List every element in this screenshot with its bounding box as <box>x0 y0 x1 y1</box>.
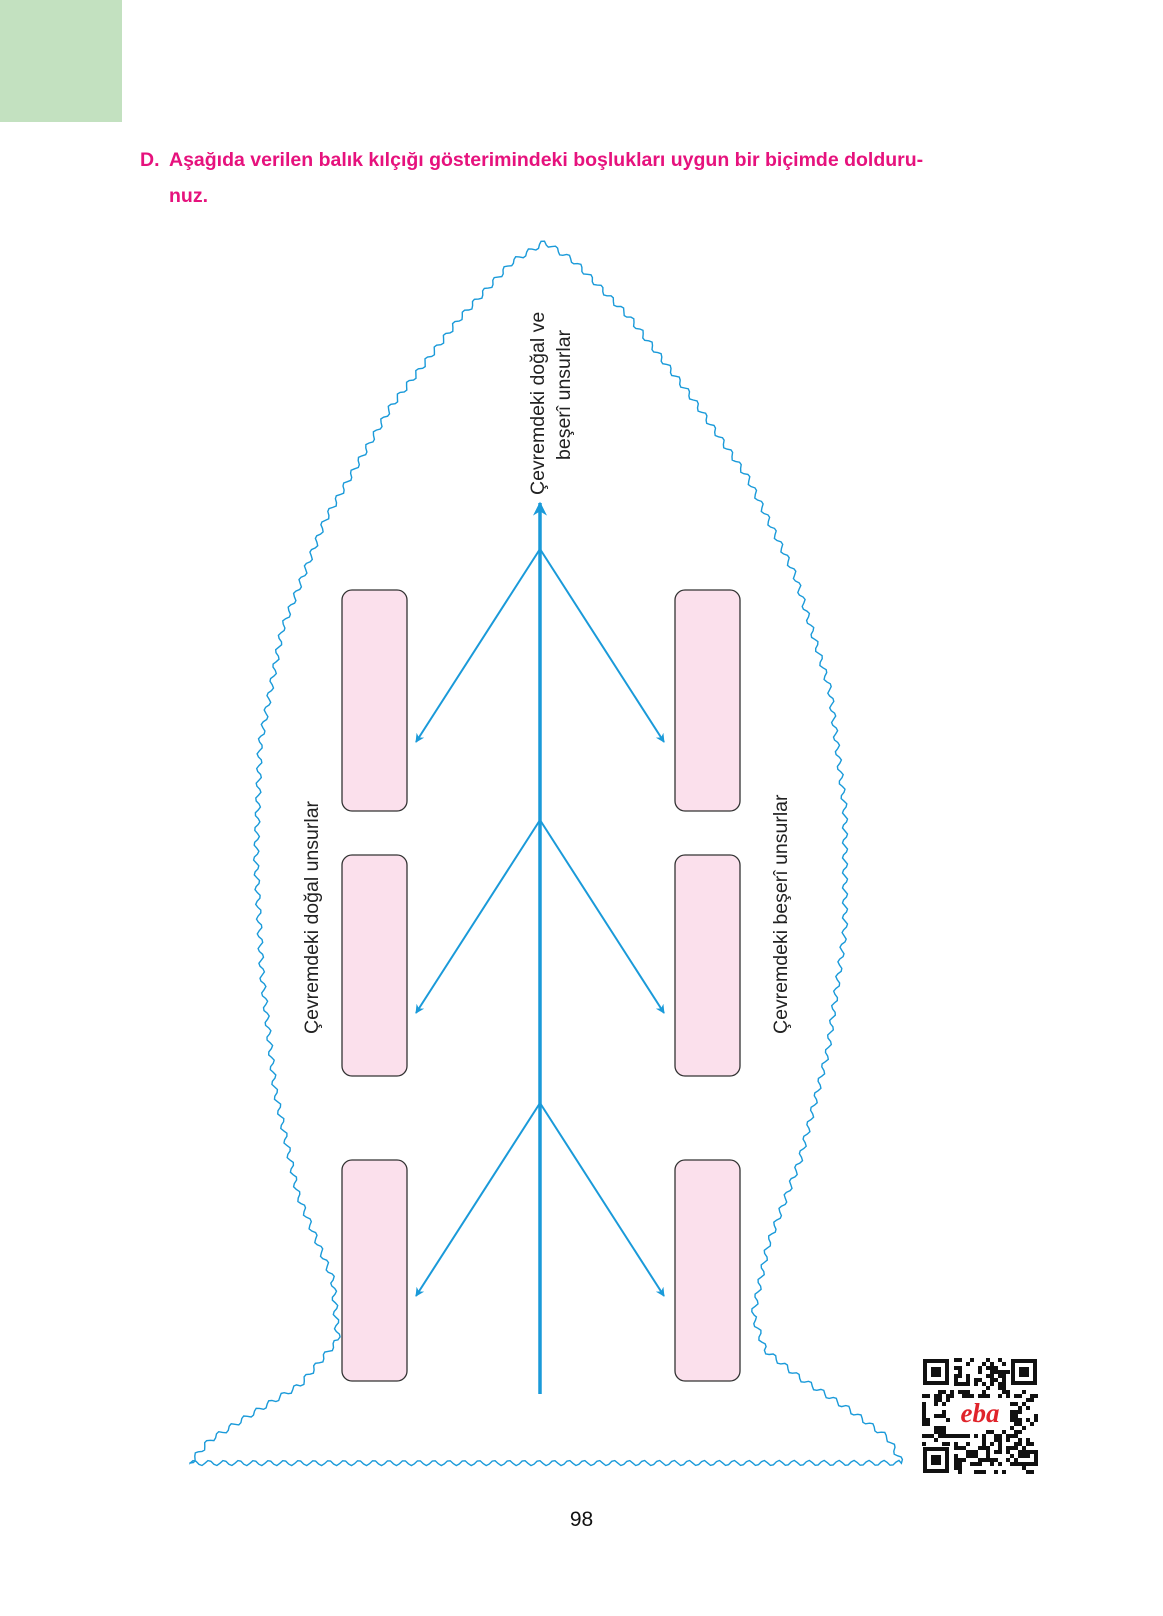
eba-logo-text: eba <box>961 1398 1000 1428</box>
bone-arrow-left-3 <box>415 1102 541 1297</box>
bone-arrow-right-2 <box>539 819 665 1014</box>
bone-arrow-left-1 <box>415 548 541 743</box>
answer-box-left-2[interactable] <box>341 854 408 1077</box>
answer-box-left-3[interactable] <box>341 1159 408 1382</box>
answer-box-right-3[interactable] <box>674 1159 741 1382</box>
eba-qr-code[interactable]: eba <box>922 1358 1038 1474</box>
answer-box-right-2[interactable] <box>674 854 741 1077</box>
instruction-line-1: Aşağıda verilen balık kılçığı gösterimin… <box>169 149 924 171</box>
answer-box-left-1[interactable] <box>341 589 408 812</box>
left-category-label: Çevremdeki doğal unsurlar <box>301 800 323 1034</box>
corner-color-tab <box>0 0 122 122</box>
bone-arrow-right-3 <box>539 1102 665 1297</box>
page-number: 98 <box>569 1508 594 1531</box>
right-category-label: Çevremdeki beşerî unsurlar <box>770 794 792 1034</box>
head-label-line-2: beşerî unsurlar <box>553 329 575 460</box>
fish-outline <box>189 240 904 1467</box>
bone-arrow-right-1 <box>539 548 665 743</box>
answer-box-right-1[interactable] <box>674 589 741 812</box>
bone-arrow-left-2 <box>415 819 541 1014</box>
instruction-line-2: nuz. <box>169 185 208 207</box>
head-label-line-1: Çevremdeki doğal ve <box>527 312 549 495</box>
exercise-instruction: D. Aşağıda verilen balık kılçığı gösterim… <box>140 142 1040 214</box>
exercise-letter: D. <box>140 149 160 171</box>
